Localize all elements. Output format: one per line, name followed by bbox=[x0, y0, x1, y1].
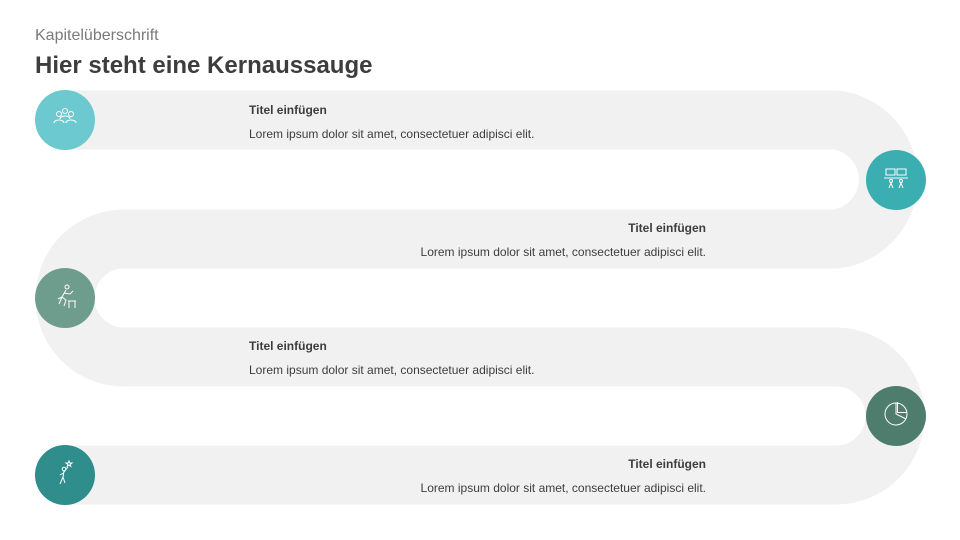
person-reaching-star-icon bbox=[50, 458, 80, 493]
step-4-text: Lorem ipsum dolor sit amet, consectetuer… bbox=[249, 363, 535, 377]
pie-chart-icon bbox=[881, 399, 911, 434]
runner-hurdle-icon bbox=[50, 281, 80, 316]
step-1-circle bbox=[35, 90, 95, 150]
step-3-title: Titel einfügen bbox=[628, 221, 706, 235]
step-5-text: Lorem ipsum dolor sit amet, consectetuer… bbox=[420, 481, 706, 495]
step-1-text: Lorem ipsum dolor sit amet, consectetuer… bbox=[249, 127, 535, 141]
meeting-board-icon bbox=[881, 163, 911, 198]
step-1-title: Titel einfügen bbox=[249, 103, 327, 117]
step-3-text: Lorem ipsum dolor sit amet, consectetuer… bbox=[420, 245, 706, 259]
step-4-title: Titel einfügen bbox=[249, 339, 327, 353]
headline: Hier steht eine Kernaussauge bbox=[35, 52, 373, 79]
step-5-circle bbox=[35, 445, 95, 505]
step-4-circle bbox=[866, 386, 926, 446]
step-2-circle bbox=[866, 150, 926, 210]
step-5-title: Titel einfügen bbox=[628, 457, 706, 471]
step-3-circle bbox=[35, 268, 95, 328]
people-group-icon bbox=[50, 103, 80, 138]
chapter-title: Kapitelüberschrift bbox=[35, 27, 159, 44]
